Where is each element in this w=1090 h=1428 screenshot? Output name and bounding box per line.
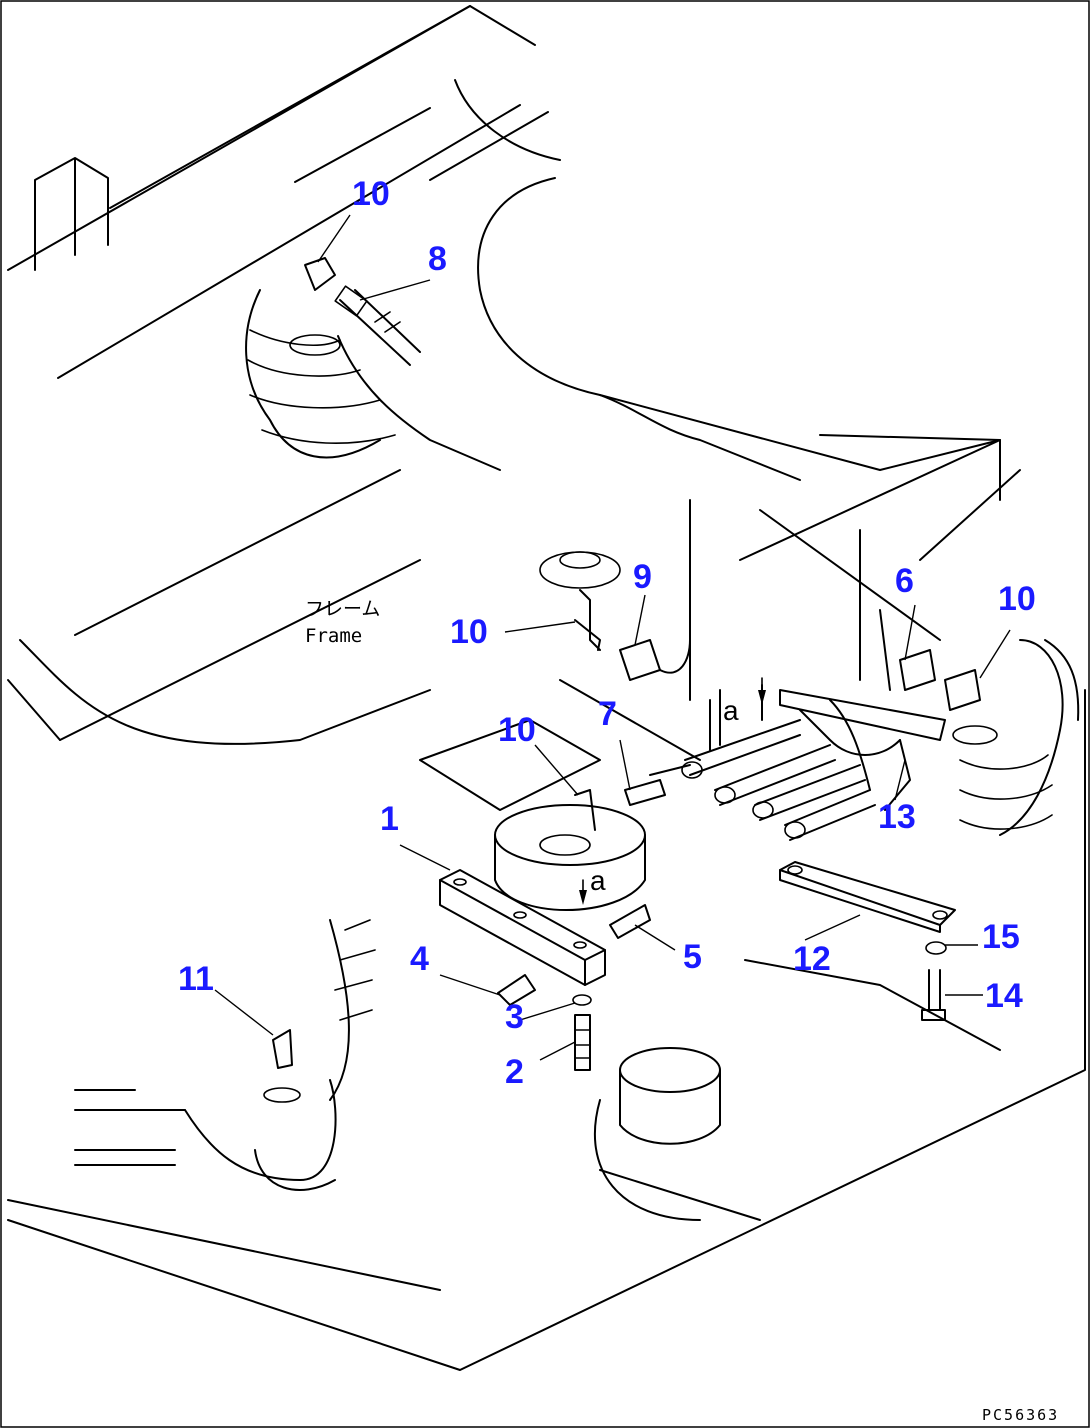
part-label-6: 6 bbox=[895, 562, 914, 600]
frame-label-en: Frame bbox=[305, 625, 362, 647]
part-label-12: 12 bbox=[793, 940, 831, 978]
reference-mark-upper: a bbox=[723, 695, 739, 726]
part-label-3: 3 bbox=[505, 998, 524, 1036]
part-label-13: 13 bbox=[878, 798, 916, 836]
leader-lines bbox=[214, 214, 1011, 1061]
frame-label-jp: フレーム bbox=[305, 598, 380, 620]
part-label-10: 10 bbox=[498, 711, 536, 749]
center-mount bbox=[419, 551, 646, 911]
reference-arrows bbox=[579, 677, 766, 905]
frame-outline bbox=[7, 5, 1086, 1371]
part-label-7: 7 bbox=[598, 695, 617, 733]
lower-pedestal bbox=[594, 959, 1001, 1221]
part-label-10: 10 bbox=[450, 613, 488, 651]
part-label-11: 11 bbox=[178, 960, 214, 998]
part-label-10: 10 bbox=[998, 580, 1036, 618]
reference-mark-lower: a bbox=[590, 865, 606, 896]
part-label-15: 15 bbox=[982, 918, 1020, 956]
hose-bundle bbox=[574, 589, 981, 841]
right-mount bbox=[952, 639, 1080, 836]
part-label-8: 8 bbox=[428, 240, 447, 278]
lower-left-mount bbox=[74, 919, 376, 1191]
part-label-10: 10 bbox=[352, 175, 390, 213]
left-post bbox=[34, 157, 109, 271]
part-label-1: 1 bbox=[380, 800, 399, 838]
part-label-5: 5 bbox=[683, 938, 702, 976]
part-label-14: 14 bbox=[985, 977, 1023, 1015]
upper-left-mount bbox=[245, 289, 396, 459]
grease-block-1 bbox=[439, 869, 606, 986]
part-label-4: 4 bbox=[410, 940, 429, 978]
part-label-2: 2 bbox=[505, 1053, 524, 1091]
drawing-code: PC56363 bbox=[982, 1406, 1059, 1424]
part-labels: 10 8 9 10 6 10 10 7 13 1 4 5 12 15 11 3 … bbox=[178, 175, 1036, 1091]
plate-12 bbox=[779, 861, 956, 933]
part-label-9: 9 bbox=[633, 558, 652, 596]
